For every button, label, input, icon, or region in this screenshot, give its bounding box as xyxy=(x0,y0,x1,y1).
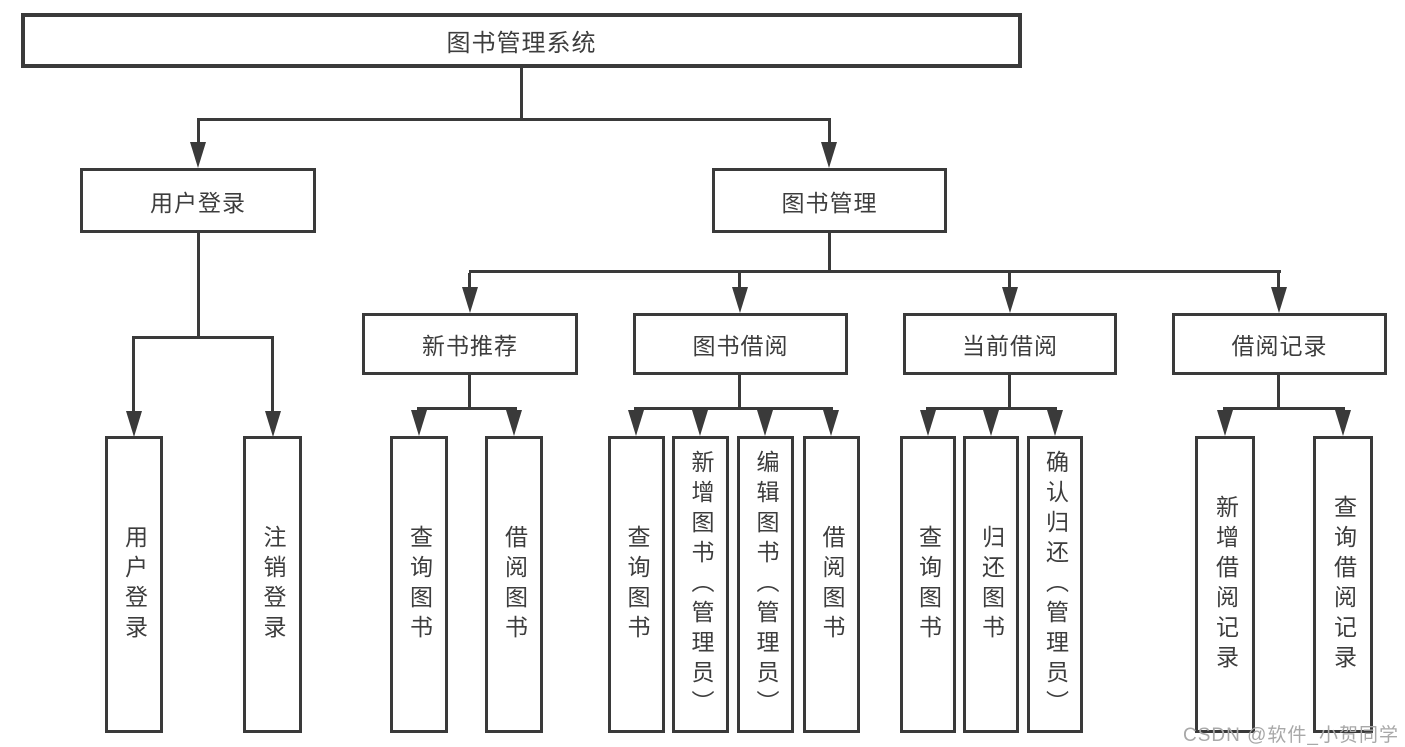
arrowhead-recommend-borrow xyxy=(506,410,522,436)
leaf-user-login: 用户登录 xyxy=(105,436,163,733)
node-book-borrow: 图书借阅 xyxy=(633,313,848,375)
node-current-borrow: 当前借阅 xyxy=(903,313,1117,375)
arrowhead-borrow-add xyxy=(692,410,708,436)
node-user-login: 用户登录 xyxy=(80,168,316,233)
leaf-add-books-admin: 新增图书（管理员） xyxy=(672,436,729,733)
edge-recommend-branch-line xyxy=(417,407,517,410)
arrowhead-recommend-query xyxy=(411,410,427,436)
node-book-management: 图书管理 xyxy=(712,168,947,233)
edge-recommend-stem xyxy=(468,373,471,407)
node-new-book-recommend: 新书推荐 xyxy=(362,313,578,375)
edge-to-book-management xyxy=(828,121,831,142)
arrowhead-current-borrow xyxy=(1002,287,1018,313)
arrowhead-book-borrow xyxy=(732,287,748,313)
edge-level2-branch-line xyxy=(197,118,831,121)
edge-current-branch-line xyxy=(926,407,1057,410)
leaf-edit-books-admin: 编辑图书（管理员） xyxy=(737,436,794,733)
arrowhead-new-book-recommend xyxy=(462,287,478,313)
node-borrow-records: 借阅记录 xyxy=(1172,313,1387,375)
arrowhead-borrow-edit xyxy=(757,410,773,436)
edge-root-stem xyxy=(520,68,523,118)
edge-borrow-branch-line xyxy=(634,407,833,410)
edge-book-management-stem xyxy=(828,233,831,270)
edge-borrow-stem xyxy=(738,373,741,407)
arrowhead-borrow-borrow xyxy=(823,410,839,436)
edge-to-leaf-user-login xyxy=(132,339,135,411)
arrowhead-user-login xyxy=(190,142,206,168)
leaf-confirm-return-admin: 确认归还（管理员） xyxy=(1027,436,1083,733)
leaf-return-books: 归还图书 xyxy=(963,436,1019,733)
arrowhead-borrow-query xyxy=(628,410,644,436)
edge-to-book-borrow xyxy=(738,273,741,287)
leaf-recommend-borrow-books: 借阅图书 xyxy=(485,436,543,733)
arrowhead-borrow-records xyxy=(1271,287,1287,313)
leaf-add-borrow-record: 新增借阅记录 xyxy=(1195,436,1255,733)
leaf-recommend-query-books: 查询图书 xyxy=(390,436,448,733)
leaf-query-borrow-record: 查询借阅记录 xyxy=(1313,436,1373,733)
edge-to-current-borrow xyxy=(1008,273,1011,287)
arrowhead-leaf-logout xyxy=(265,411,281,437)
arrowhead-records-query xyxy=(1335,410,1351,436)
arrowhead-current-query xyxy=(920,410,936,436)
edge-to-leaf-logout xyxy=(271,339,274,411)
edge-user-login-stem xyxy=(197,233,200,336)
leaf-borrow-query-books: 查询图书 xyxy=(608,436,665,733)
arrowhead-current-return xyxy=(983,410,999,436)
edge-to-borrow-records xyxy=(1277,273,1280,287)
edge-current-stem xyxy=(1008,373,1011,407)
leaf-borrow-books: 借阅图书 xyxy=(803,436,860,733)
edge-to-new-book-recommend xyxy=(468,273,471,287)
leaf-logout: 注销登录 xyxy=(243,436,302,733)
edge-level3-branch-line xyxy=(469,270,1281,273)
arrowhead-records-add xyxy=(1217,410,1233,436)
edge-user-login-branch-line xyxy=(132,336,274,339)
edge-to-user-login xyxy=(197,121,200,142)
arrowhead-leaf-user-login xyxy=(126,411,142,437)
node-root-system: 图书管理系统 xyxy=(21,13,1022,68)
arrowhead-book-management xyxy=(821,142,837,168)
watermark: CSDN @软件_小贺同学 xyxy=(1183,725,1399,746)
leaf-current-query-books: 查询图书 xyxy=(900,436,956,733)
edge-records-branch-line xyxy=(1223,407,1345,410)
arrowhead-current-confirm xyxy=(1047,410,1063,436)
edge-records-stem xyxy=(1277,373,1280,407)
